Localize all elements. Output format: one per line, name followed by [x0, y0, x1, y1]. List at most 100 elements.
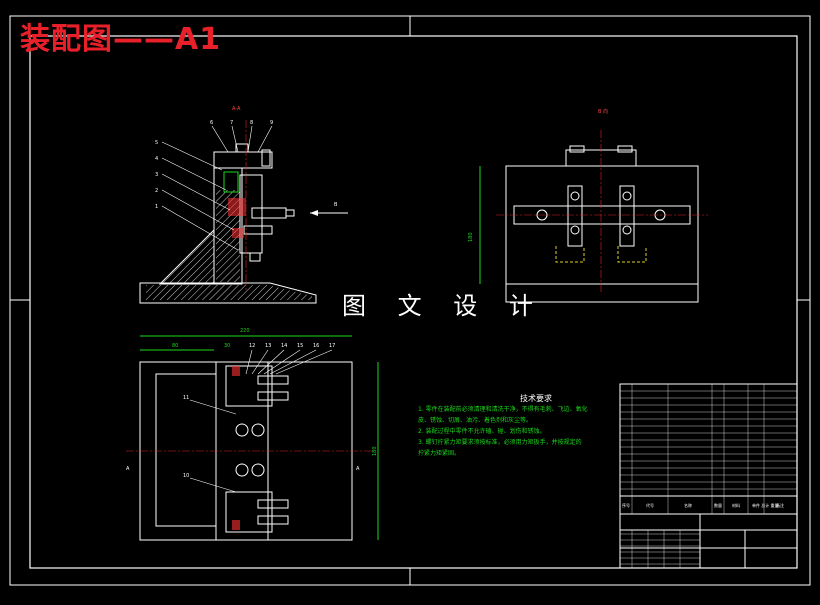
balloon-number: 12 [249, 343, 255, 349]
plan-bolt-4 [257, 515, 289, 525]
plan-bolt-1 [257, 375, 289, 385]
balloon-leader [161, 157, 227, 191]
parts-header-cell: 序号 [622, 502, 630, 508]
tech-line: 2. 装配过程中零件不允许磕、碰、划伤和锈蚀。 [418, 428, 546, 435]
plan-clamp-bottom [225, 491, 273, 533]
balloon-leader [263, 349, 301, 375]
plan-hole-3 [235, 463, 249, 477]
section-aa-label: A-A [232, 106, 241, 112]
section-part [228, 198, 246, 216]
balloon-number: 7 [230, 120, 233, 126]
balloon-leader [161, 173, 231, 211]
section-view-aa: A-A B 5 4 3 2 1 6 7 8 9 [139, 106, 348, 304]
section-marker-left: A [126, 466, 130, 472]
section-part-2 [232, 228, 244, 238]
parts-header-cell: 备注 [776, 502, 784, 508]
view-b-hole-2 [570, 225, 580, 235]
balloon-number: 13 [265, 343, 271, 349]
tech-line: 皮、锈蚀、切屑、油污、着色剂和灰尘等。 [418, 417, 533, 424]
watermark-text: 图 文 设 计 [342, 292, 545, 320]
plan-dim-left-text: 80 [172, 343, 178, 349]
plan-dim-height-text: 180 [372, 446, 378, 456]
title-block: 序号代号名称数量材料单件 总计 重量备注 [619, 383, 798, 569]
plan-dim-mid-text: 30 [224, 343, 230, 349]
plan-hole-2 [251, 423, 265, 437]
parts-header-cell: 代号 [646, 502, 654, 508]
view-b-hole-4 [622, 225, 632, 235]
balloon-number: 16 [313, 343, 319, 349]
parts-list-frame [619, 383, 798, 569]
view-b-label: B 向 [598, 108, 608, 115]
plan-dim-width-text: 220 [240, 328, 250, 334]
parts-header [619, 495, 798, 515]
hidden-detail [223, 171, 239, 193]
plan-bolt-3 [257, 499, 289, 509]
balloon-leader [251, 349, 269, 375]
balloon-leader [161, 205, 239, 251]
plan-clamp-top [225, 365, 273, 407]
view-b-strap-l [567, 185, 583, 247]
view-b-nut-l [569, 145, 585, 153]
view-b-strap-r [619, 185, 635, 247]
balloon-number: 3 [155, 172, 158, 178]
balloon-leader [189, 399, 237, 415]
clamp-foot [249, 252, 261, 262]
balloon-leader [161, 141, 223, 171]
arrow-head [310, 210, 318, 216]
arrow-b-label: B [334, 202, 338, 208]
parts-header-cell: 数量 [714, 502, 722, 508]
view-b-plate [505, 165, 699, 285]
plan-view: 220 80 30 180 A A 12 13 14 15 16 17 11 10 [126, 328, 379, 541]
balloon-leader [247, 125, 253, 153]
view-b: B 向 180 [468, 108, 708, 303]
balloon-number: 2 [155, 188, 158, 194]
top-nut [235, 143, 249, 153]
parts-header-cell: 单件 总计 重量 [752, 502, 779, 508]
plan-red-part-1 [232, 366, 240, 376]
balloon-leader [269, 349, 317, 375]
plan-hole-4 [251, 463, 265, 477]
balloon-leader [161, 189, 235, 231]
balloon-number: 15 [297, 343, 303, 349]
balloon-number: 1 [155, 204, 158, 210]
balloon-leader [189, 477, 237, 493]
balloon-number: 4 [155, 156, 158, 162]
bolt-upper-head [285, 209, 295, 217]
view-b-hole-3 [622, 191, 632, 201]
bolt-upper [251, 207, 287, 219]
balloon-number: 11 [183, 395, 189, 401]
balloon-number: 10 [183, 473, 189, 479]
tech-title: 技术要求 [520, 394, 552, 403]
balloon-number: 6 [210, 120, 213, 126]
plan-red-part-2 [232, 520, 240, 530]
view-b-nut-r [617, 145, 633, 153]
view-b-hidden [555, 246, 647, 263]
base-hatch [146, 285, 312, 300]
balloon-number: 5 [155, 140, 158, 146]
balloon-number: 8 [250, 120, 253, 126]
plan-bolt-2 [257, 391, 289, 401]
view-b-dim-text: 180 [468, 232, 474, 242]
drawing-banner: 装配图——A1 [20, 22, 222, 57]
balloon-leader [275, 349, 333, 375]
plan-hole-1 [235, 423, 249, 437]
view-b-hole-1 [570, 191, 580, 201]
tech-line: 1. 零件在装配前必须清理和清洗干净，不得有毛刺、飞边、氧化 [418, 406, 588, 413]
rib [158, 228, 215, 285]
parts-header-cell: 材料 [732, 502, 740, 508]
view-b-hole-5 [536, 209, 548, 221]
top-screw [261, 149, 271, 167]
bolt-lower [243, 225, 273, 235]
tech-line: 拧紧力矩紧固。 [418, 450, 461, 457]
balloon-leader [231, 125, 239, 153]
balloon-leader [257, 125, 273, 153]
section-marker-right: A [356, 466, 360, 472]
balloon-number: 14 [281, 343, 287, 349]
view-b-base [505, 283, 699, 303]
balloon-number: 17 [329, 343, 335, 349]
base-plate [139, 282, 317, 304]
inner-frame [29, 35, 798, 569]
balloon-number: 9 [270, 120, 273, 126]
